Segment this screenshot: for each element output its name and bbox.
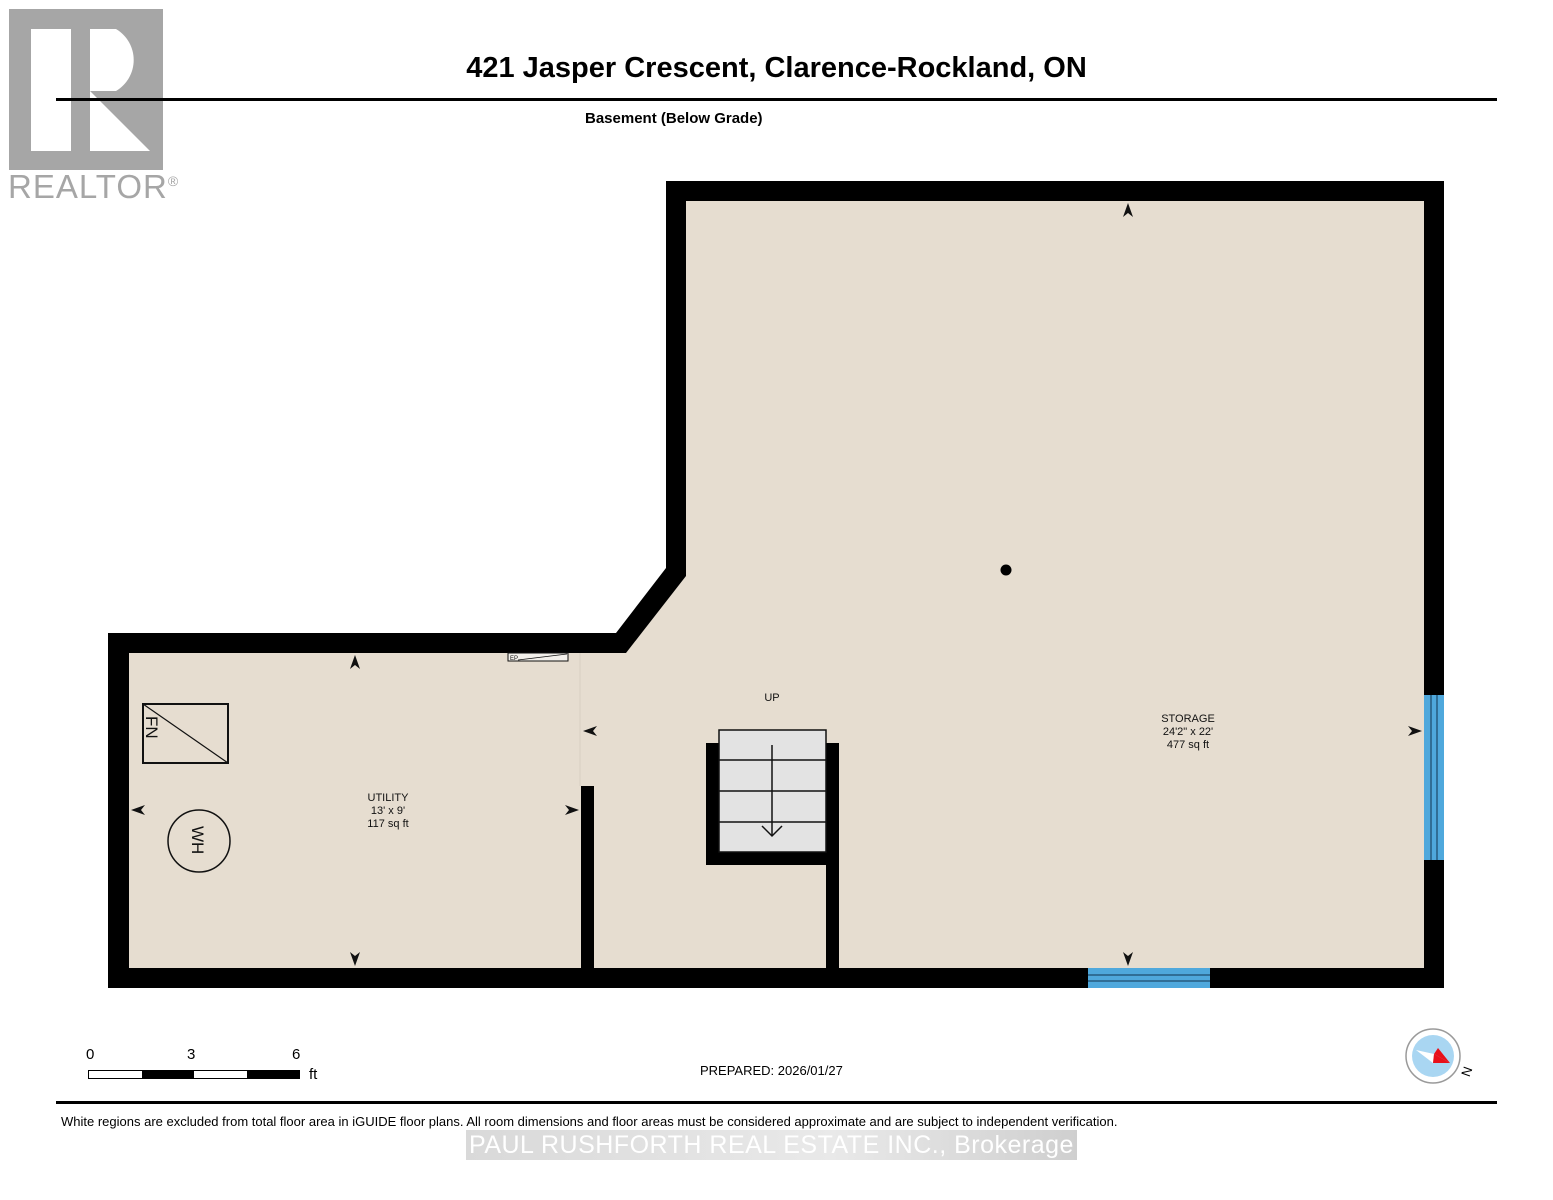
compass-icon xyxy=(1405,1028,1461,1084)
support-post-icon xyxy=(1000,564,1012,576)
stair-wall-bottom xyxy=(706,852,826,865)
prepared-date: PREPARED: 2026/01/27 xyxy=(700,1063,843,1078)
scale-tick-0: 0 xyxy=(86,1046,95,1063)
room-area: 477 sq ft xyxy=(1166,739,1210,751)
room-dimensions: 24'2" x 22' xyxy=(1162,726,1214,738)
page-title-text: 421 Jasper Crescent, Clarence-Rockland, … xyxy=(466,52,1087,84)
window-east xyxy=(1424,695,1444,860)
scale-bar-graphic xyxy=(88,1070,300,1079)
footer-divider xyxy=(56,1101,1497,1104)
realtor-logo: REALTOR® xyxy=(8,8,180,208)
stair-wall-left xyxy=(706,743,720,865)
scale-tick-3: 3 xyxy=(187,1046,196,1063)
interior-wall-utility xyxy=(581,786,594,969)
water-heater-icon: WH xyxy=(167,809,231,873)
scale-bar: 0 3 6 ft xyxy=(86,1046,346,1086)
room-name: STORAGE xyxy=(1161,713,1215,725)
registered-mark: ® xyxy=(167,173,180,189)
room-dimensions: 13' x 9' xyxy=(370,805,406,817)
scale-unit: ft xyxy=(309,1066,318,1083)
realtor-r-icon xyxy=(9,9,163,170)
stair-wall-right xyxy=(826,743,839,969)
staircase[interactable] xyxy=(718,729,827,853)
furnace-icon: FN xyxy=(142,703,229,764)
realtor-wordmark: REALTOR® xyxy=(8,168,179,206)
room-label-utility: UTILITY 13' x 9' 117 sq ft xyxy=(338,792,438,831)
svg-text:FN: FN xyxy=(142,716,161,739)
room-label-storage: STORAGE 24'2" x 22' 477 sq ft xyxy=(1138,713,1238,752)
stairs-up-label: UP xyxy=(764,692,780,704)
header-divider xyxy=(56,98,1497,101)
page-title: 421 Jasper Crescent, Clarence-Rockland, … xyxy=(0,52,1553,85)
disclaimer-text: White regions are excluded from total fl… xyxy=(61,1114,1118,1129)
floor-level-label: Basement (Below Grade) xyxy=(585,110,763,127)
scale-tick-6: 6 xyxy=(292,1046,301,1063)
svg-text:WH: WH xyxy=(188,826,207,854)
realtor-text: REALTOR xyxy=(8,168,168,205)
window-south xyxy=(1088,968,1210,988)
dimension-markers xyxy=(131,203,1422,966)
svg-text:EP: EP xyxy=(510,656,518,662)
electrical-panel-icon: EP xyxy=(507,652,569,662)
brokerage-watermark: PAUL RUSHFORTH REAL ESTATE INC., Brokera… xyxy=(466,1130,1077,1160)
compass: N xyxy=(1404,1028,1476,1086)
room-name: UTILITY xyxy=(367,792,409,804)
floor-area xyxy=(129,201,1424,968)
room-area: 117 sq ft xyxy=(367,818,409,830)
